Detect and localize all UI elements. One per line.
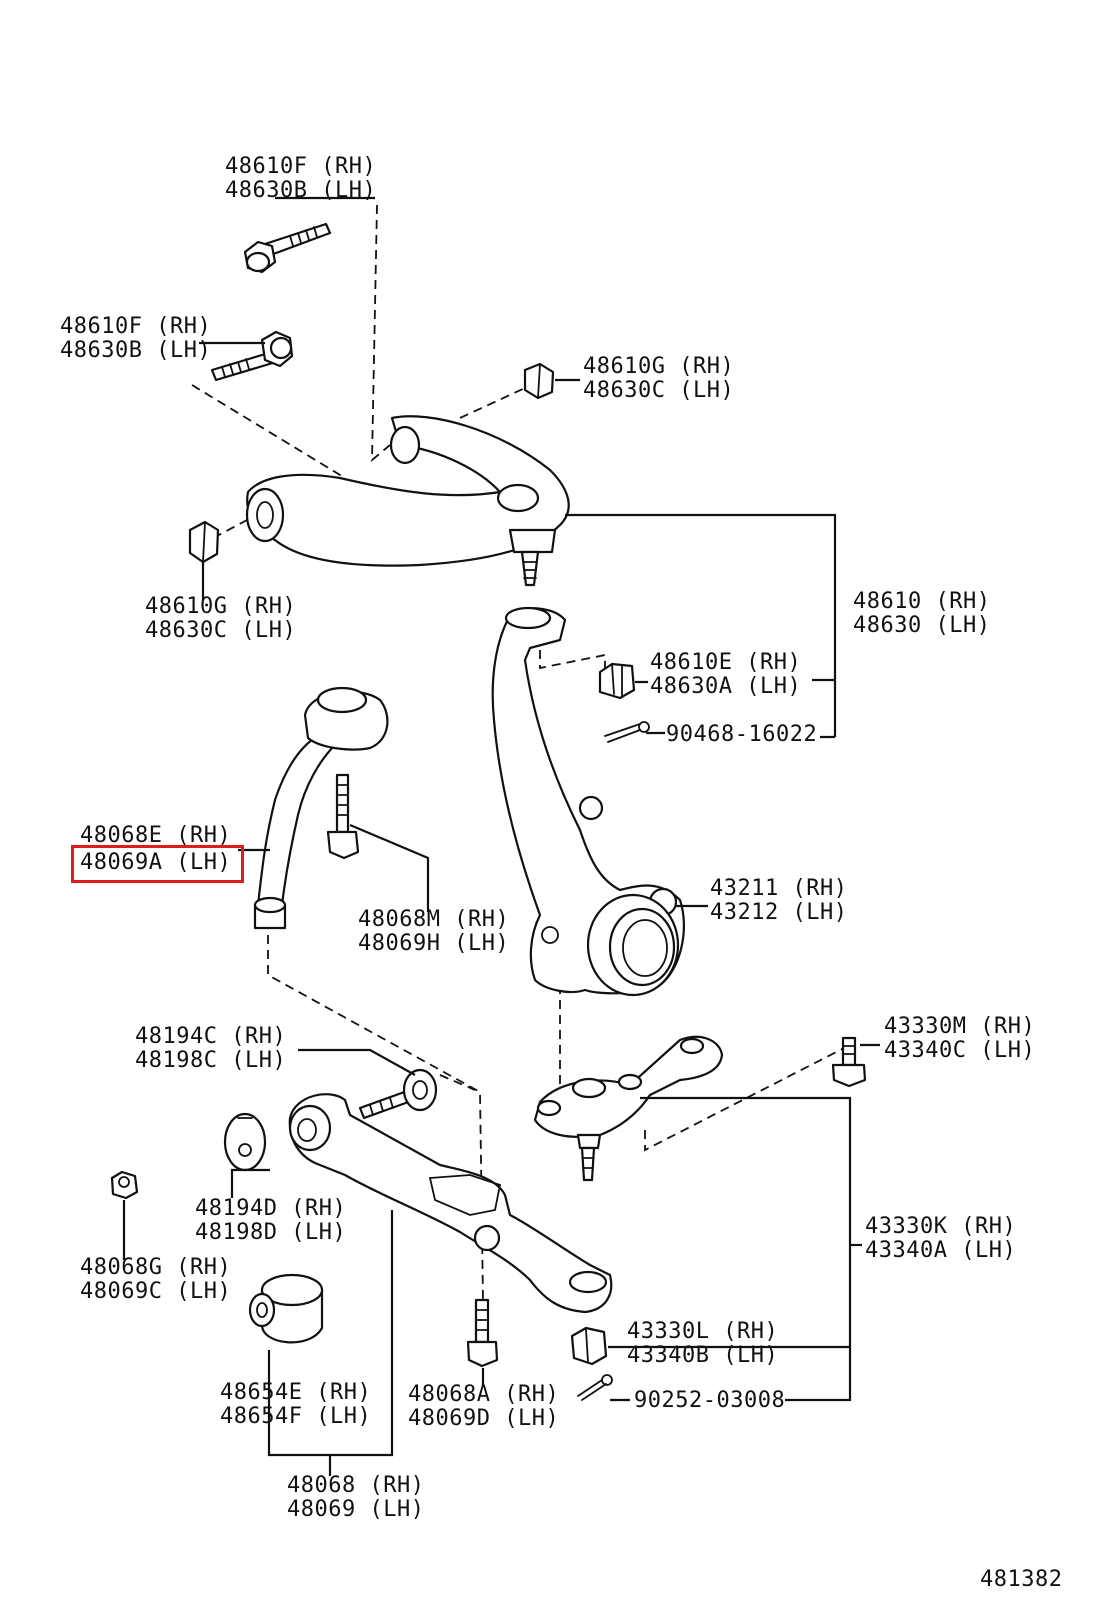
label-bushing-upper-left-rh: 48610G (RH) [145,594,297,619]
label-bolt-top-rh: 48610F (RH) [225,154,377,179]
label-upper-nut-rh: 48610E (RH) [650,650,802,675]
label-upper-arm-lh: 48630 (LH) [853,613,991,638]
label-lower-arm-rh: 48068 (RH) [287,1473,425,1498]
lower-ball-joint [533,1035,724,1182]
upper-arm-bushing-right [523,362,555,400]
label-lower-arm-lh: 48069 (LH) [287,1497,425,1522]
label-lower-nut-lh: 43340B (LH) [627,1343,779,1368]
upper-arm-bolt-left [210,330,294,382]
label-cam-bolt-rh: 48194C (RH) [135,1024,287,1049]
label-lower-nut-rh: 43330L (RH) [627,1319,779,1344]
label-bushing-upper-right-rh: 48610G (RH) [583,354,735,379]
upper-castle-nut [598,662,636,700]
upper-arm-bolt-top [243,222,332,274]
lower-cotter-pin [577,1374,613,1401]
label-lower-small-nut-lh: 48069C (LH) [80,1279,232,1304]
label-bushing-upper-left-lh: 48630C (LH) [145,618,297,643]
label-cam-plate-rh: 48194D (RH) [195,1196,347,1221]
label-lower-ball-joint-lh: 43340A (LH) [865,1238,1017,1263]
label-lower-small-nut-rh: 48068G (RH) [80,1255,232,1280]
strut-rod-bolt [326,773,360,860]
highlight-box [71,845,244,883]
figure-number: 481382 [980,1567,1063,1592]
label-lower-bushing-lh: 48654F (LH) [220,1404,372,1429]
steering-knuckle [491,606,685,997]
label-knuckle-rh: 43211 (RH) [710,876,848,901]
label-knuckle-lh: 43212 (LH) [710,900,848,925]
label-upper-nut-lh: 48630A (LH) [650,674,802,699]
label-strut-rod-lh: 48069A (LH) [80,850,232,875]
label-bolt-top-lh: 48630B (LH) [225,178,377,203]
lower-arm-bolt [466,1298,499,1368]
ball-joint-bolt [831,1036,867,1088]
label-lower-bolt-lh: 48069D (LH) [408,1406,560,1431]
upper-arm-bushing-left [188,520,220,564]
label-lower-pin: 90252-03008 [634,1388,786,1413]
label-bushing-upper-right-lh: 48630C (LH) [583,378,735,403]
lower-arm-bushing [248,1273,324,1344]
label-ball-bolt-rh: 43330M (RH) [884,1014,1036,1039]
label-bolt-left-lh: 48630B (LH) [60,338,212,363]
label-strut-rod-rh: 48068E (RH) [80,823,232,848]
label-lower-ball-joint-rh: 43330K (RH) [865,1214,1017,1239]
lower-castle-nut [570,1326,608,1366]
label-cam-plate-lh: 48198D (LH) [195,1220,347,1245]
label-cam-bolt-lh: 48198C (LH) [135,1048,287,1073]
label-strut-bolt-rh: 48068M (RH) [358,907,510,932]
lower-cam-bolt [358,1068,438,1120]
label-bolt-left-rh: 48610F (RH) [60,314,212,339]
cam-plate [223,1112,267,1172]
lower-control-arm [288,1093,613,1314]
label-lower-bushing-rh: 48654E (RH) [220,1380,372,1405]
lower-small-nut [110,1170,139,1200]
upper-cotter-pin [604,721,650,743]
label-upper-arm-rh: 48610 (RH) [853,589,991,614]
leader-lines [122,196,880,1476]
strut-rod [253,686,389,930]
upper-control-arm [245,415,570,587]
label-strut-bolt-lh: 48069H (LH) [358,931,510,956]
label-ball-bolt-lh: 43340C (LH) [884,1038,1036,1063]
label-upper-pin: 90468-16022 [666,722,818,747]
label-lower-bolt-rh: 48068A (RH) [408,1382,560,1407]
